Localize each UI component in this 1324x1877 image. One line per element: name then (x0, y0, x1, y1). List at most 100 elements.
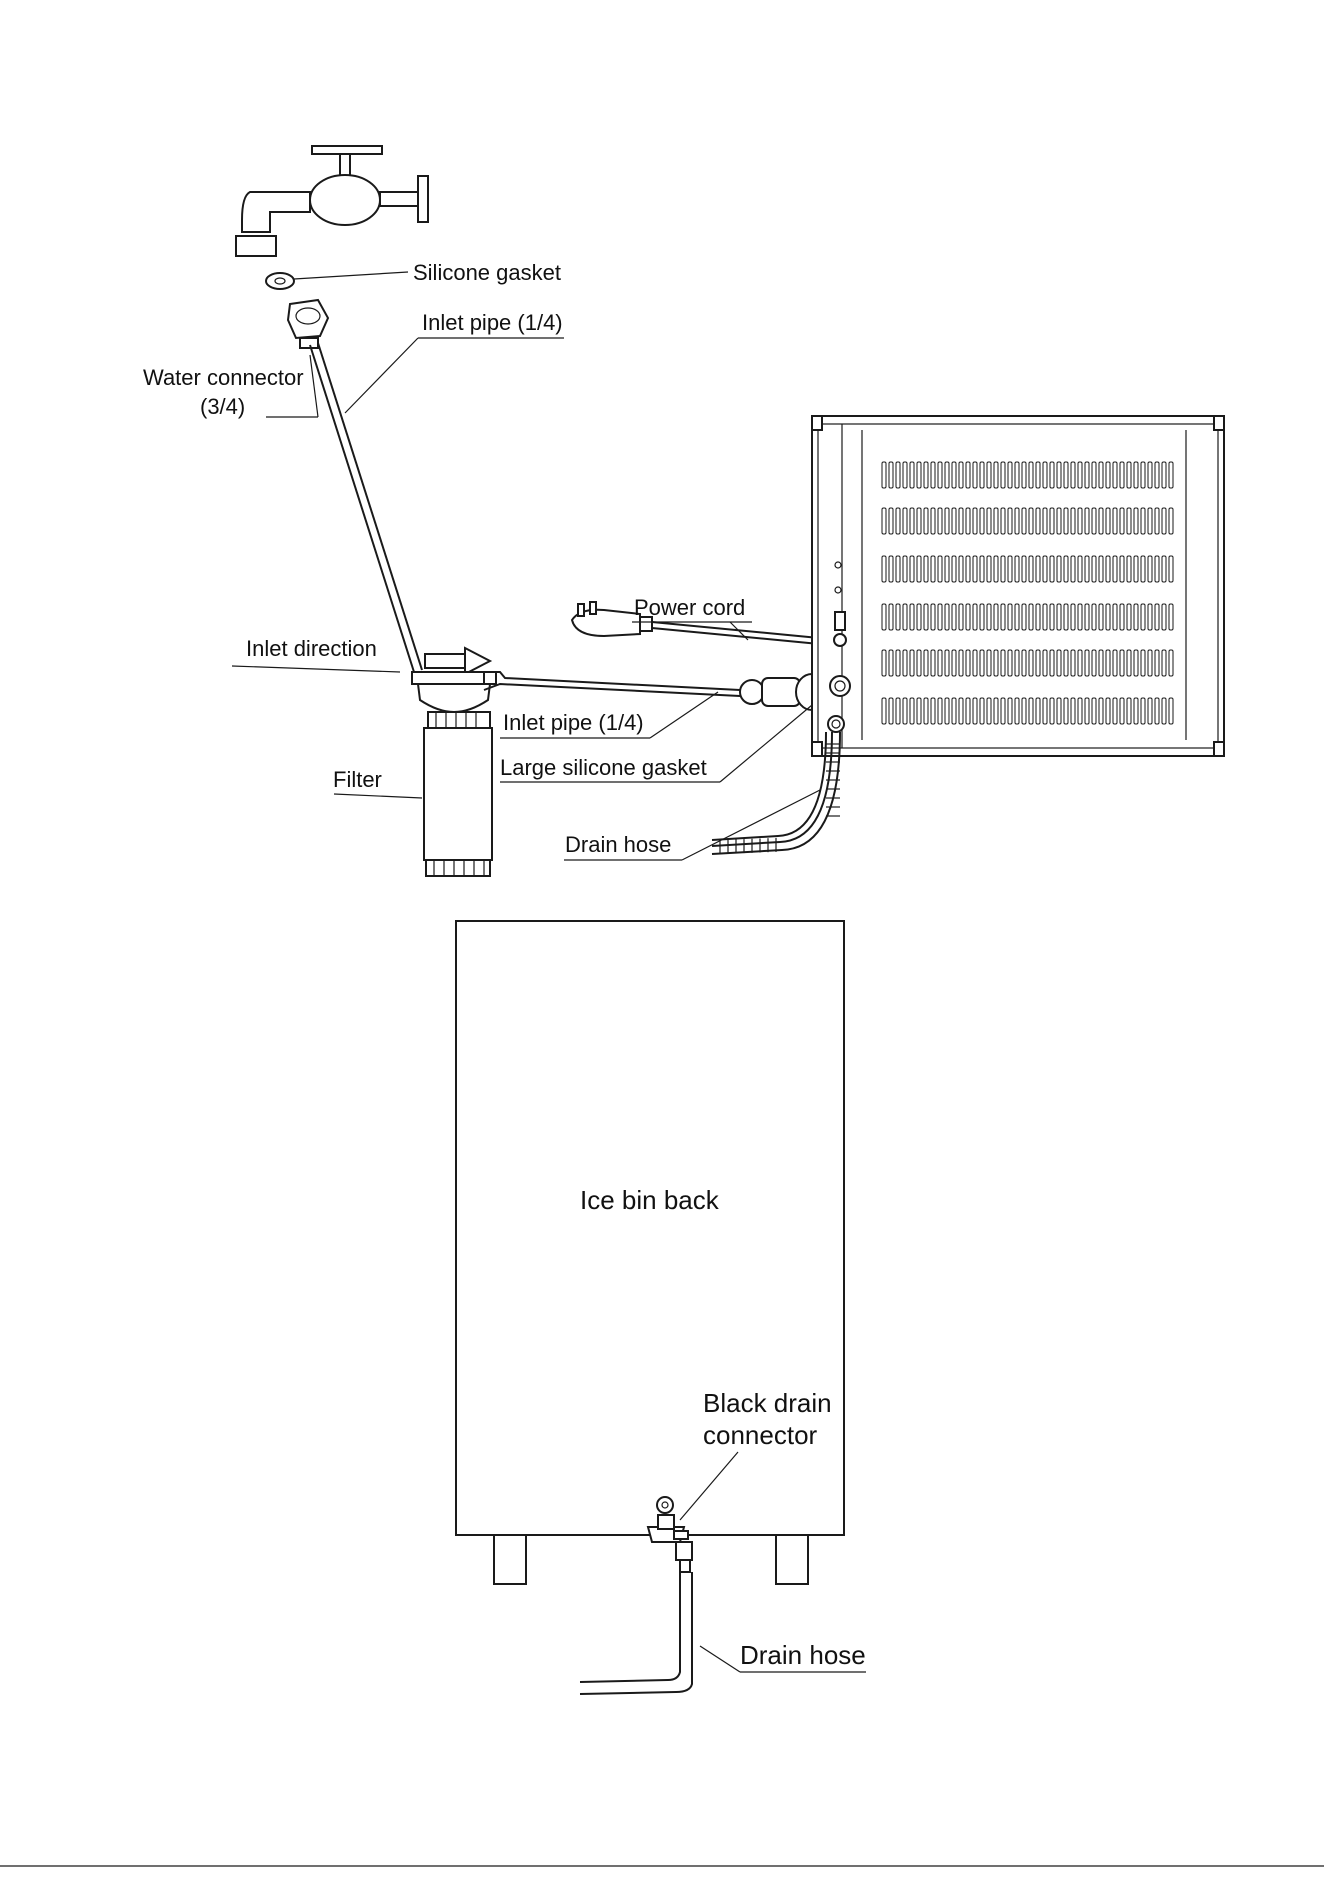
vent-slot (966, 556, 970, 582)
vent-slot (1057, 650, 1061, 676)
vent-slot (1127, 508, 1131, 534)
vent-slot (1134, 556, 1138, 582)
vent-slot (938, 604, 942, 630)
vent-slot (1057, 698, 1061, 724)
vent-slot (994, 650, 998, 676)
vent-slot (1113, 650, 1117, 676)
vent-slot (959, 556, 963, 582)
vent-slot (994, 556, 998, 582)
vent-slot (1036, 556, 1040, 582)
vent-slot (1071, 650, 1075, 676)
vent-slot (1008, 604, 1012, 630)
vent-slot (1050, 556, 1054, 582)
vent-slot (1036, 698, 1040, 724)
vent-slot (1141, 508, 1145, 534)
vent-slot (1092, 650, 1096, 676)
vent-slot (1120, 556, 1124, 582)
vent-slot (1106, 698, 1110, 724)
vent-slot (1141, 604, 1145, 630)
vent-slot (903, 604, 907, 630)
vent-slot (917, 508, 921, 534)
vent-slot (959, 604, 963, 630)
vent-slot (1029, 604, 1033, 630)
vent-slot (1155, 462, 1159, 488)
vent-slot (931, 604, 935, 630)
inlet-pipe-top-leader (345, 338, 418, 413)
vent-slot (1057, 508, 1061, 534)
vent-slot (1127, 604, 1131, 630)
inlet-pipe-upper (310, 343, 422, 672)
vent-slot (1036, 604, 1040, 630)
vent-slot (1113, 462, 1117, 488)
vent-slot (1134, 650, 1138, 676)
vent-slot (966, 698, 970, 724)
vent-slot (924, 650, 928, 676)
vent-slot (1162, 556, 1166, 582)
vent-slot (924, 604, 928, 630)
vent-slot (1015, 508, 1019, 534)
vent-slot (1043, 508, 1047, 534)
vent-slot (1043, 556, 1047, 582)
vent-slot (1022, 604, 1026, 630)
ice-machine-back-panel (812, 416, 1224, 756)
vent-slot (945, 462, 949, 488)
filter-label: Filter (333, 767, 382, 792)
vent-slot (1106, 650, 1110, 676)
vent-slot (987, 650, 991, 676)
inlet-direction-label: Inlet direction (246, 636, 377, 661)
drain-hose-top-leader (682, 790, 820, 860)
vent-slot (1043, 698, 1047, 724)
vent-slot (1092, 604, 1096, 630)
vent-slot (973, 604, 977, 630)
vent-slot (1127, 650, 1131, 676)
vent-slot (987, 508, 991, 534)
vent-slot (1169, 604, 1173, 630)
vent-slot (994, 462, 998, 488)
vent-slot (1099, 462, 1103, 488)
vent-slot (938, 650, 942, 676)
vent-slot (1029, 556, 1033, 582)
vent-slot (889, 604, 893, 630)
vent-slot (987, 462, 991, 488)
vent-slot (980, 462, 984, 488)
vent-slot (1050, 650, 1054, 676)
vent-slot (1134, 604, 1138, 630)
vent-slot (1036, 650, 1040, 676)
vent-slot (1001, 556, 1005, 582)
vent-slot (903, 698, 907, 724)
vent-slot (1008, 650, 1012, 676)
vent-slot (1022, 556, 1026, 582)
vent-slot (1001, 462, 1005, 488)
vent-slot (1043, 650, 1047, 676)
ice-bin-back-label: Ice bin back (580, 1185, 720, 1215)
black-drain-connector-label-1: Black drain (703, 1388, 832, 1418)
vent-slot (966, 462, 970, 488)
vent-slot (882, 604, 886, 630)
vent-slot (1085, 604, 1089, 630)
vent-slot (1162, 650, 1166, 676)
vent-slot (1134, 698, 1138, 724)
water-connector (288, 300, 328, 348)
vent-slot (1099, 650, 1103, 676)
vent-slot (882, 508, 886, 534)
vent-slot (1085, 650, 1089, 676)
vent-slot (1099, 604, 1103, 630)
vent-slot (1113, 604, 1117, 630)
vent-slot (987, 604, 991, 630)
vent-slot (1120, 462, 1124, 488)
vent-slot (1050, 508, 1054, 534)
vent-slot (994, 508, 998, 534)
vent-slot (931, 556, 935, 582)
vent-slot (924, 462, 928, 488)
vent-slot (903, 556, 907, 582)
vent-slot (1169, 508, 1173, 534)
vent-slot (1043, 604, 1047, 630)
vent-slot (952, 604, 956, 630)
vent-slot (896, 508, 900, 534)
vent-slot (1029, 462, 1033, 488)
vent-slot (1085, 508, 1089, 534)
vent-slot (980, 650, 984, 676)
silicone-gasket (266, 272, 408, 289)
vent-slot (1085, 556, 1089, 582)
vent-slot (1155, 556, 1159, 582)
